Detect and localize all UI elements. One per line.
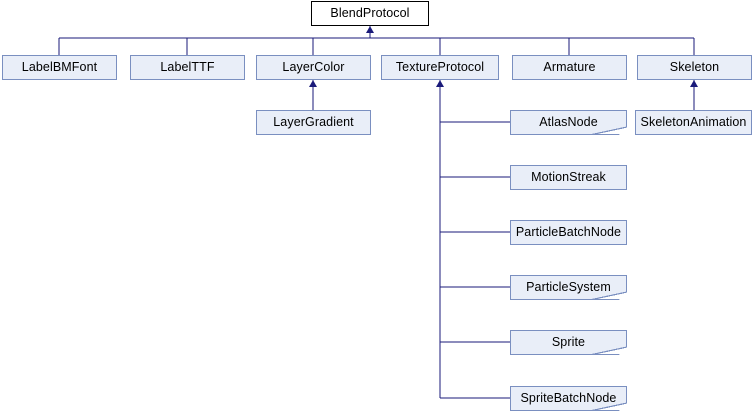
node-label: SkeletonAnimation bbox=[640, 115, 747, 130]
node-label: TextureProtocol bbox=[395, 60, 485, 75]
node-labelbmfont[interactable]: LabelBMFont bbox=[2, 55, 117, 80]
node-blendprotocol[interactable]: BlendProtocol bbox=[311, 1, 429, 26]
node-armature[interactable]: Armature bbox=[512, 55, 627, 80]
node-label: LayerColor bbox=[282, 60, 345, 75]
node-label: BlendProtocol bbox=[330, 6, 410, 21]
node-spritebatchnode[interactable]: SpriteBatchNode bbox=[510, 386, 627, 411]
node-layergradient[interactable]: LayerGradient bbox=[256, 110, 371, 135]
node-label: Skeleton bbox=[669, 60, 720, 75]
node-motionstreak[interactable]: MotionStreak bbox=[510, 165, 627, 190]
node-particlebatchnode[interactable]: ParticleBatchNode bbox=[510, 220, 627, 245]
node-sprite[interactable]: Sprite bbox=[510, 330, 627, 355]
node-particlesystem[interactable]: ParticleSystem bbox=[510, 275, 627, 300]
node-label: MotionStreak bbox=[531, 170, 606, 185]
node-label: ParticleSystem bbox=[526, 280, 611, 295]
node-labelttf[interactable]: LabelTTF bbox=[130, 55, 245, 80]
node-label: ParticleBatchNode bbox=[515, 225, 622, 240]
node-skeletonanimation[interactable]: SkeletonAnimation bbox=[635, 110, 752, 135]
node-label: Sprite bbox=[551, 335, 586, 350]
node-textureprotocol[interactable]: TextureProtocol bbox=[381, 55, 499, 80]
node-label: LayerGradient bbox=[273, 115, 354, 130]
node-atlasnode[interactable]: AtlasNode bbox=[510, 110, 627, 135]
node-layercolor[interactable]: LayerColor bbox=[256, 55, 371, 80]
node-label: AtlasNode bbox=[539, 115, 598, 130]
node-label: Armature bbox=[543, 60, 596, 75]
node-label: LabelBMFont bbox=[21, 60, 98, 75]
node-label: SpriteBatchNode bbox=[520, 391, 617, 406]
node-label: LabelTTF bbox=[160, 60, 215, 75]
node-skeleton[interactable]: Skeleton bbox=[637, 55, 752, 80]
